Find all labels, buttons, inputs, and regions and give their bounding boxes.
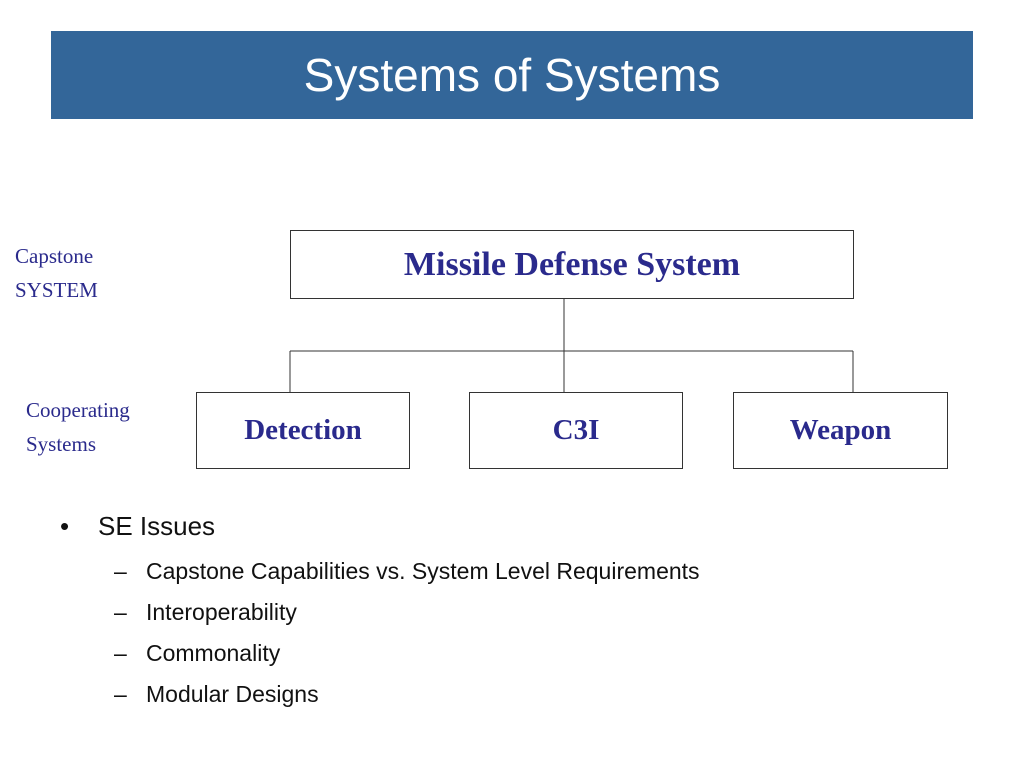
capstone-label-line2: SYSTEM: [15, 278, 98, 302]
missile-defense-system-label: Missile Defense System: [403, 245, 741, 283]
list-item-text: Modular Designs: [146, 681, 319, 707]
weapon-label: Weapon: [789, 414, 892, 446]
list-item: – Interoperability: [114, 592, 700, 633]
list-item-text: Capstone Capabilities vs. System Level R…: [146, 558, 700, 584]
se-issues-heading-text: SE Issues: [98, 510, 216, 541]
list-item: – Commonality: [114, 633, 700, 674]
title-bar: Systems of Systems: [51, 31, 973, 119]
c3i-box: C3I: [469, 392, 683, 469]
cooperating-label-line1: Cooperating: [26, 398, 130, 422]
bullet-mark: •: [60, 510, 70, 541]
list-item-text: Interoperability: [146, 599, 297, 625]
slide-title: Systems of Systems: [303, 49, 721, 101]
weapon-box: Weapon: [733, 392, 948, 469]
dash-mark: –: [114, 681, 127, 707]
list-item-text: Commonality: [146, 640, 281, 666]
detection-label: Detection: [244, 414, 362, 446]
se-issues-list: • SE Issues – Capstone Capabilities vs. …: [60, 508, 700, 715]
se-issues-heading: • SE Issues: [60, 508, 700, 544]
c3i-label: C3I: [552, 414, 600, 446]
detection-box: Detection: [196, 392, 410, 469]
dash-mark: –: [114, 640, 127, 666]
se-issues-sublist: – Capstone Capabilities vs. System Level…: [60, 551, 700, 715]
capstone-label: Capstone SYSTEM: [15, 239, 98, 307]
list-item: – Modular Designs: [114, 674, 700, 715]
missile-defense-system-box: Missile Defense System: [290, 230, 854, 299]
capstone-label-line1: Capstone: [15, 244, 94, 268]
list-item: – Capstone Capabilities vs. System Level…: [114, 551, 700, 592]
dash-mark: –: [114, 558, 127, 584]
cooperating-label: Cooperating Systems: [26, 393, 130, 461]
cooperating-label-line2: Systems: [26, 432, 97, 456]
dash-mark: –: [114, 599, 127, 625]
